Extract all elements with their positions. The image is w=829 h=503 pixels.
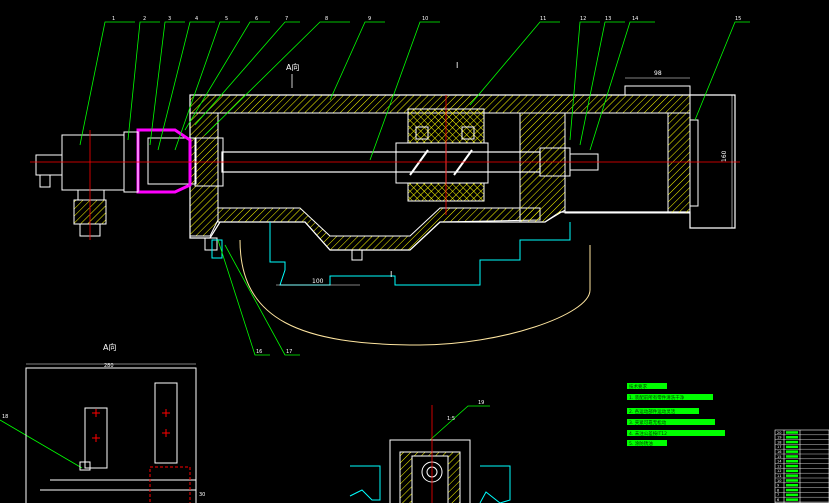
view-a-title: A向 (103, 342, 116, 352)
notes-line-6: 5. 涂防锈油 (629, 440, 653, 447)
main-section-view (30, 77, 740, 346)
parts-row-number: 6 (777, 498, 779, 502)
balloon-5: 5 (225, 16, 228, 22)
parts-row-number: 12 (777, 469, 781, 473)
parts-row-number: 8 (777, 488, 779, 492)
balloon-3: 3 (168, 16, 171, 22)
parts-row-name (786, 479, 798, 482)
parts-row-name (786, 484, 798, 487)
leader-lines (0, 21, 750, 469)
section-mark-top: I (456, 61, 458, 70)
parts-row-name (786, 498, 798, 501)
balloon-13: 13 (605, 16, 611, 22)
notes-line-1: 技术要求 (629, 383, 647, 390)
dim-view-width: 280 (104, 363, 114, 369)
parts-row-number: 11 (777, 474, 781, 478)
detail-leader-label: 1:5 (447, 416, 455, 422)
parts-row-name (786, 445, 798, 449)
balloon-9: 9 (368, 16, 371, 22)
parts-row-number: 14 (777, 460, 782, 464)
balloon-6: 6 (255, 16, 258, 22)
balloon-10: 10 (422, 16, 428, 22)
parts-row-number: 19 (777, 436, 781, 440)
balloon-15: 15 (735, 16, 741, 22)
parts-row-number: 13 (777, 464, 781, 468)
notes-panel: 技术要求 1. 装配前所有零件清洗干净 2. 各运动部件运动灵活 3. 夹紧可靠… (627, 383, 725, 447)
balloon-16: 16 (256, 349, 262, 355)
notes-line-5: 4. 未注公差按IT12 (629, 430, 667, 437)
parts-row-name (786, 436, 798, 439)
parts-row-number: 10 (777, 479, 781, 483)
parts-row-number: 7 (777, 493, 779, 497)
view-a-arrow-label: A向 (286, 62, 299, 72)
balloon-8: 8 (325, 16, 328, 22)
parts-row-name (786, 493, 798, 497)
dim-bottom: 100 (312, 278, 324, 285)
detail-section (349, 439, 511, 503)
parts-row-name (786, 450, 798, 453)
balloon-1: 1 (112, 16, 115, 22)
parts-row-number: 16 (777, 450, 781, 454)
parts-row-number: 9 (777, 484, 779, 488)
parts-row-name (786, 455, 798, 458)
dim-top-right: 98 (654, 70, 662, 77)
parts-row-name (786, 464, 798, 468)
balloon-18: 18 (2, 414, 8, 420)
parts-row-name (786, 488, 798, 492)
parts-row-name (786, 431, 798, 434)
parts-row-name (786, 474, 798, 477)
dim-view-side: 30 (199, 492, 205, 498)
view-a-marks (92, 409, 170, 442)
notes-line-2: 1. 装配前所有零件清洗干净 (629, 394, 685, 401)
notes-line-4: 3. 夹紧可靠无松动 (629, 419, 667, 426)
balloon-11: 11 (540, 16, 546, 22)
parts-row-name (786, 440, 798, 444)
view-a-drawing (25, 363, 197, 503)
balloon-labels: 1 2 3 4 5 6 7 8 9 10 11 12 13 14 15 16 1… (2, 16, 741, 420)
parts-row-number: 18 (777, 440, 781, 444)
parts-list-table (774, 429, 829, 503)
parts-row-name (786, 460, 798, 463)
parts-row-number: 17 (777, 445, 781, 449)
balloon-19: 19 (478, 400, 484, 406)
parts-row-number: 15 (777, 455, 781, 459)
balloon-12: 12 (580, 16, 586, 22)
section-mark-bottom: I (390, 270, 392, 279)
balloon-7: 7 (285, 16, 288, 22)
parts-row-number: 20 (777, 431, 781, 435)
balloon-14: 14 (632, 16, 638, 22)
parts-row-name (786, 469, 798, 473)
balloon-17: 17 (286, 349, 292, 355)
notes-line-3: 2. 各运动部件运动灵活 (629, 408, 676, 415)
dim-right-height: 160 (721, 150, 728, 162)
balloon-4: 4 (195, 16, 198, 22)
balloon-2: 2 (143, 16, 146, 22)
